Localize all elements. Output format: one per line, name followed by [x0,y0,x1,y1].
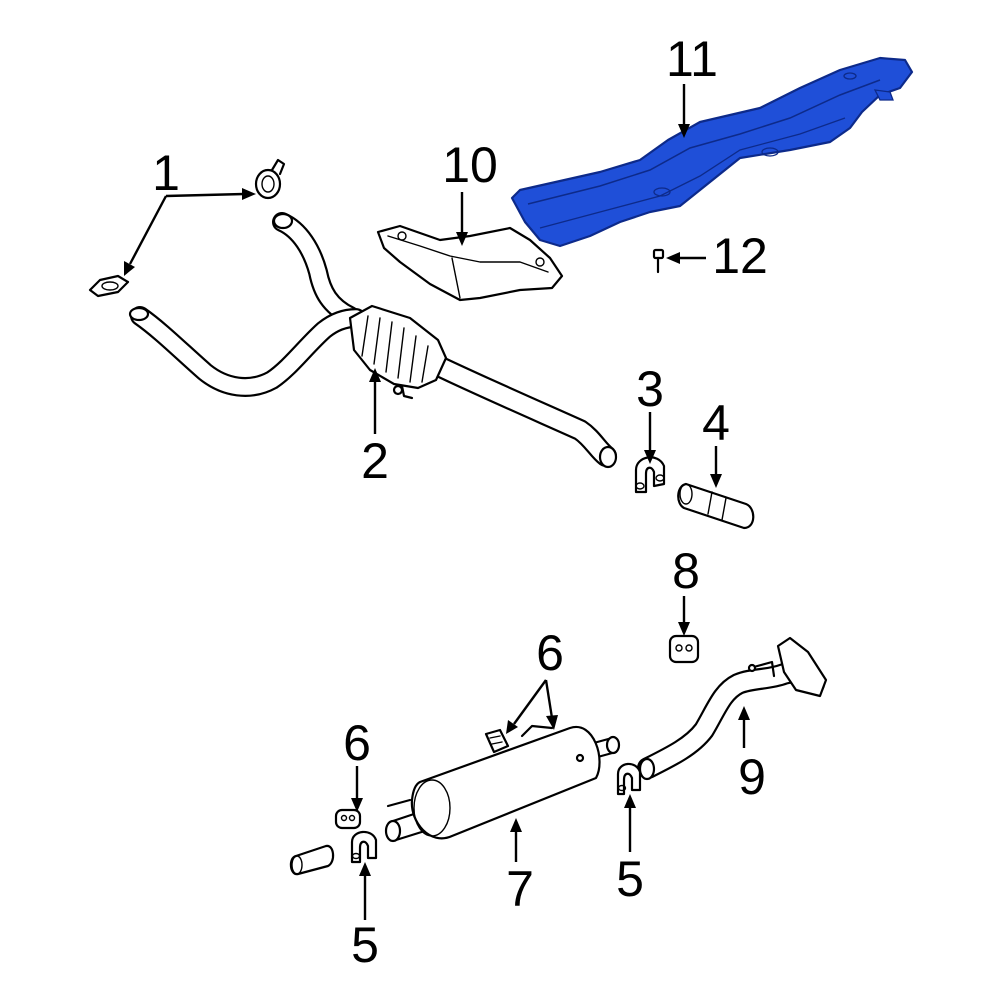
converter-rib [409,335,417,383]
heat-shield-ridge-lower [539,117,846,229]
heat-shield-10-flange [387,235,549,273]
clamp-upper [254,158,286,200]
heat-shield-tab [873,89,894,101]
part-2-y-pipe-catalytic-converter[interactable] [128,212,618,469]
gasket-lower [88,274,130,298]
callout-9: 9 [738,749,766,805]
callout-1: 1 [152,145,180,201]
converter-rib [397,327,405,379]
part-6-insulator-lower[interactable] [334,808,362,830]
muffler-hanger [386,798,412,808]
callout-8: 8 [672,543,700,599]
tailpipe-body [639,663,823,777]
muffler-body [410,725,601,840]
tailpipe-hanger-end [747,663,757,673]
tailpipe-tip [776,636,828,698]
part-5-clamp-right[interactable] [616,762,642,796]
tailpipe-hanger [748,660,776,678]
heat-shield-hole [653,187,671,197]
part-6-insulator-upper[interactable] [484,728,510,754]
heat-shield-10-fold [451,257,461,299]
bolt-head [652,248,665,260]
converter-sensor-tip [392,384,404,396]
part-7-muffler[interactable] [384,724,621,843]
tailpipe-inlet [638,757,656,781]
heat-shield-ridge [527,79,881,205]
converter-rib [385,321,393,373]
converter-rib [421,345,429,383]
callout-4: 4 [702,395,730,451]
y-pipe-lower-flange [128,306,150,322]
part-3-clamp[interactable] [634,456,666,494]
heat-shield-10-hole [397,231,407,241]
callout-6-upper: 6 [536,625,564,681]
part-12-bolt[interactable] [652,248,665,274]
callout-12: 12 [712,228,768,284]
part-1-clamps[interactable] [88,158,286,298]
y-pipe-upper-flange [272,212,294,230]
callout-7: 7 [506,861,534,917]
muffler-end-cap [413,779,451,837]
callout-labels: 1 2 3 4 5 5 6 6 7 8 9 10 11 12 [152,31,768,973]
muffler-outlet-end [605,735,621,755]
callout-2: 2 [361,433,389,489]
converter-rib [361,315,369,357]
part-8-hanger-insulator[interactable] [668,634,700,664]
callout-10: 10 [442,137,498,193]
callout-3: 3 [636,361,664,417]
catalytic-converter-body [348,304,448,390]
callout-6-lower: 6 [343,715,371,771]
callout-11: 11 [666,31,718,87]
muffler-stud [575,753,585,763]
callout-5-right: 5 [616,851,644,907]
pipe-segment[interactable] [289,844,335,876]
y-pipe-upper-branch [274,214,358,324]
converter-rib [373,317,381,365]
part-4-connector-pipe[interactable] [677,482,755,530]
part-9-tailpipe[interactable] [637,636,828,781]
part-10-heat-shield[interactable] [376,224,564,302]
part-5-clamp-left[interactable] [350,830,378,864]
leader-lines [124,84,750,920]
y-pipe-outlet [421,353,615,465]
heat-shield-10-body [376,224,564,302]
muffler-inlet-end [384,819,402,843]
heat-shield-hole [843,72,857,80]
y-pipe-lower-branch [132,308,364,395]
muffler-hanger [520,724,554,738]
heat-shield-hole [761,147,779,157]
heat-shield-10-hole [535,257,545,267]
callout-5-left: 5 [351,917,379,973]
y-pipe-outlet-end [598,445,618,469]
